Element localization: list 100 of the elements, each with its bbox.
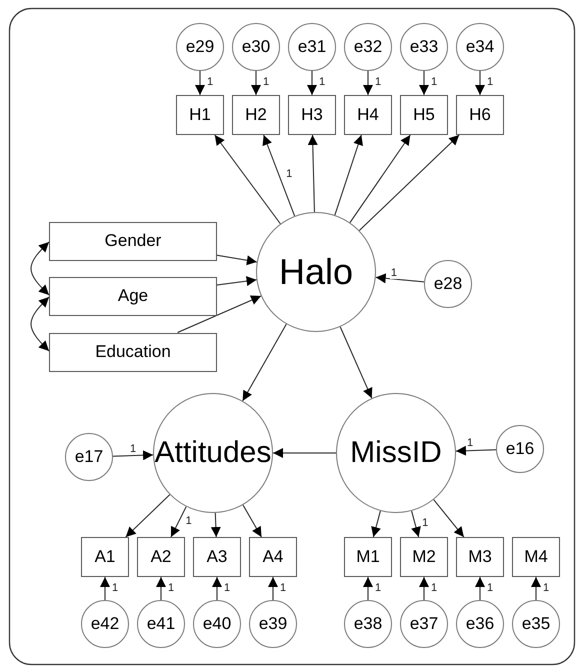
indicator-box bbox=[193, 537, 241, 577]
node-label: Gender bbox=[104, 231, 162, 251]
path-arrow bbox=[419, 576, 429, 600]
node-label: e34 bbox=[466, 37, 494, 57]
indicator-box bbox=[344, 537, 392, 577]
error-circle bbox=[344, 600, 392, 648]
node-label: M1 bbox=[356, 547, 380, 567]
path-arrow bbox=[272, 448, 336, 458]
node-label: H3 bbox=[301, 105, 323, 125]
node-label: H6 bbox=[469, 105, 491, 125]
path-arrow bbox=[308, 134, 318, 213]
path-arrow bbox=[419, 70, 429, 96]
path-arrow bbox=[170, 506, 187, 538]
node-label: e30 bbox=[242, 37, 270, 57]
node-label: Attitudes bbox=[154, 436, 272, 470]
path-arrow bbox=[251, 70, 261, 96]
edge-label: 1 bbox=[279, 582, 288, 594]
node-label: MissID bbox=[350, 436, 442, 470]
node-label: M3 bbox=[468, 547, 492, 567]
edge-label: 1 bbox=[206, 77, 214, 88]
indicator-box bbox=[456, 95, 504, 135]
error-circle bbox=[193, 600, 241, 648]
node-label: e28 bbox=[434, 274, 462, 294]
node-label: Education bbox=[95, 342, 171, 362]
edge-label: 1 bbox=[421, 518, 430, 529]
path-arrow bbox=[262, 134, 296, 216]
error-circle bbox=[137, 600, 185, 648]
edge-label: 1 bbox=[390, 268, 398, 279]
node-label: e29 bbox=[186, 37, 214, 57]
path-arrow bbox=[358, 134, 460, 231]
covariate-box bbox=[49, 222, 217, 260]
path-arrow bbox=[363, 576, 373, 600]
error-circle bbox=[456, 600, 504, 648]
node-label: e31 bbox=[298, 37, 326, 57]
edge-label: 1 bbox=[167, 582, 176, 594]
path-arrow bbox=[216, 276, 257, 286]
path-arrow bbox=[125, 494, 170, 538]
edge-label: 1 bbox=[430, 77, 438, 88]
error-circle bbox=[456, 23, 504, 71]
error-circle bbox=[249, 600, 297, 648]
node-label: e36 bbox=[466, 614, 494, 634]
path-arrow bbox=[210, 512, 221, 538]
covariance-arrow bbox=[30, 242, 50, 296]
error-circle bbox=[424, 260, 472, 308]
node-label: e38 bbox=[354, 614, 382, 634]
edge-label: 1 bbox=[318, 77, 326, 88]
path-arrow bbox=[242, 324, 287, 402]
path-arrow bbox=[475, 70, 485, 96]
node-label: Halo bbox=[278, 251, 354, 293]
node-label: e42 bbox=[90, 614, 120, 634]
path-arrow bbox=[195, 70, 205, 96]
edge-label: 1 bbox=[111, 582, 120, 594]
path-arrow bbox=[375, 273, 425, 284]
path-arrow bbox=[363, 70, 373, 96]
error-circle bbox=[512, 600, 560, 648]
error-circle bbox=[288, 23, 336, 71]
node-label: e17 bbox=[74, 447, 104, 467]
indicator-box bbox=[137, 537, 185, 577]
path-arrow bbox=[242, 504, 262, 538]
path-arrow bbox=[350, 134, 411, 224]
path-arrow bbox=[100, 576, 110, 600]
error-circle bbox=[496, 425, 544, 473]
node-label: e37 bbox=[410, 614, 438, 634]
error-circle bbox=[65, 433, 113, 481]
node-label: A4 bbox=[262, 547, 284, 567]
indicator-box bbox=[81, 537, 129, 577]
node-label: e16 bbox=[506, 439, 534, 459]
indicator-box bbox=[232, 95, 280, 135]
path-arrow bbox=[112, 450, 154, 460]
indicator-box bbox=[344, 95, 392, 135]
covariate-box bbox=[49, 276, 217, 316]
covariance-arrow bbox=[30, 296, 50, 352]
node-label: H2 bbox=[245, 105, 267, 125]
node-label: A2 bbox=[150, 547, 172, 567]
path-arrow bbox=[475, 576, 485, 600]
error-circle bbox=[81, 600, 129, 648]
indicator-box bbox=[288, 95, 336, 135]
node-label: M4 bbox=[524, 547, 548, 567]
path-arrow bbox=[212, 576, 222, 600]
node-label: Age bbox=[118, 286, 148, 306]
edge-label: 1 bbox=[542, 582, 550, 594]
path-arrow bbox=[411, 510, 421, 538]
path-arrow bbox=[216, 254, 258, 266]
error-circle bbox=[344, 23, 392, 71]
node-label: e39 bbox=[258, 614, 288, 634]
node-label: H1 bbox=[189, 105, 211, 125]
indicator-box bbox=[456, 537, 504, 577]
indicator-box bbox=[176, 95, 224, 135]
path-arrow bbox=[156, 576, 166, 600]
node-label: A1 bbox=[94, 547, 116, 567]
indicator-box bbox=[400, 537, 448, 577]
edge-label: 1 bbox=[374, 77, 382, 88]
edge-label: 1 bbox=[486, 582, 494, 594]
indicator-box bbox=[400, 95, 448, 135]
path-arrow bbox=[531, 576, 541, 600]
path-arrow bbox=[214, 134, 281, 224]
covariate-box bbox=[49, 332, 217, 372]
edge-label: 1 bbox=[262, 77, 270, 88]
indicator-box bbox=[249, 537, 297, 577]
node-label: H4 bbox=[357, 105, 379, 125]
